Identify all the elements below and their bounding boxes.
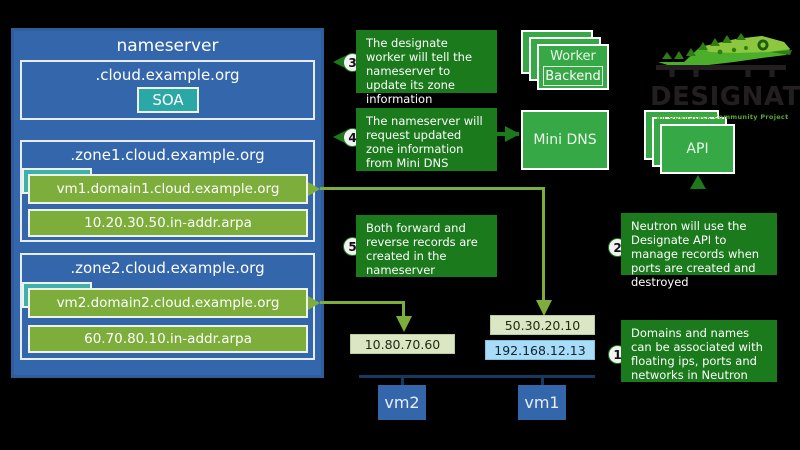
floating-ip-vm2: 10.80.70.60	[350, 334, 455, 354]
connector-vm2-horizontal	[320, 301, 405, 304]
worker-label: Worker	[550, 49, 596, 64]
arrow-right-minidns-icon	[505, 126, 520, 142]
network-line	[359, 375, 595, 378]
nameserver-title: nameserver	[116, 36, 219, 56]
designate-logo: DESIGNATE an OpenStack Community Project	[650, 22, 800, 121]
arrow-down-vm1-ip-icon	[536, 300, 552, 316]
record-zone1-forward: vm1.domain1.cloud.example.org	[28, 174, 308, 204]
record-zone1-reverse: 10.20.30.50.in-addr.arpa	[28, 209, 308, 237]
vm-box-vm1: vm1	[518, 385, 566, 420]
callout-text-3: The designate worker will tell the names…	[356, 30, 497, 106]
network-drop-vm1	[541, 378, 544, 386]
vm-box-vm2: vm2	[378, 385, 426, 420]
record-zone2-reverse: 60.70.80.10.in-addr.arpa	[28, 325, 308, 353]
floating-ip-vm1: 50.30.20.10	[490, 315, 595, 335]
backend-label: Backend	[543, 66, 603, 86]
network-drop-vm2	[401, 378, 404, 386]
minidns-service-box: Mini DNS	[521, 110, 609, 170]
callout-text-1: Domains and names can be associated with…	[621, 320, 777, 382]
record-zone2-forward: vm2.domain2.cloud.example.org	[28, 288, 308, 318]
api-service-box: API	[660, 124, 735, 174]
connector-vm2-vertical	[402, 301, 405, 318]
designate-tagline: an OpenStack Community Project	[656, 113, 789, 121]
arrow-down-vm2-ip-icon	[396, 316, 412, 332]
arrow-up-api-icon	[690, 175, 706, 189]
arrow-right-vm1-record-icon	[308, 182, 320, 196]
connector-vm1-horizontal	[320, 187, 545, 190]
fixed-ip-vm1: 192.168.12.13	[485, 340, 595, 360]
crocodile-logo-icon	[656, 33, 792, 77]
designate-wordmark: DESIGNATE	[650, 82, 800, 112]
callout-text-5: Both forward and reverse records are cre…	[356, 215, 497, 277]
arrow-right-vm2-record-icon	[308, 296, 320, 310]
soa-record: SOA	[137, 87, 199, 113]
zone-label-zone1: .zone1.cloud.example.org	[70, 146, 265, 164]
callout-text-4: The nameserver will request updated zone…	[356, 108, 497, 171]
connector-vm1-vertical	[542, 187, 545, 302]
callout-text-2: Neutron will use the Designate API to ma…	[621, 213, 777, 289]
zone-label-zone2: .zone2.cloud.example.org	[70, 259, 265, 277]
zone-label-root: .cloud.example.org	[95, 66, 240, 84]
